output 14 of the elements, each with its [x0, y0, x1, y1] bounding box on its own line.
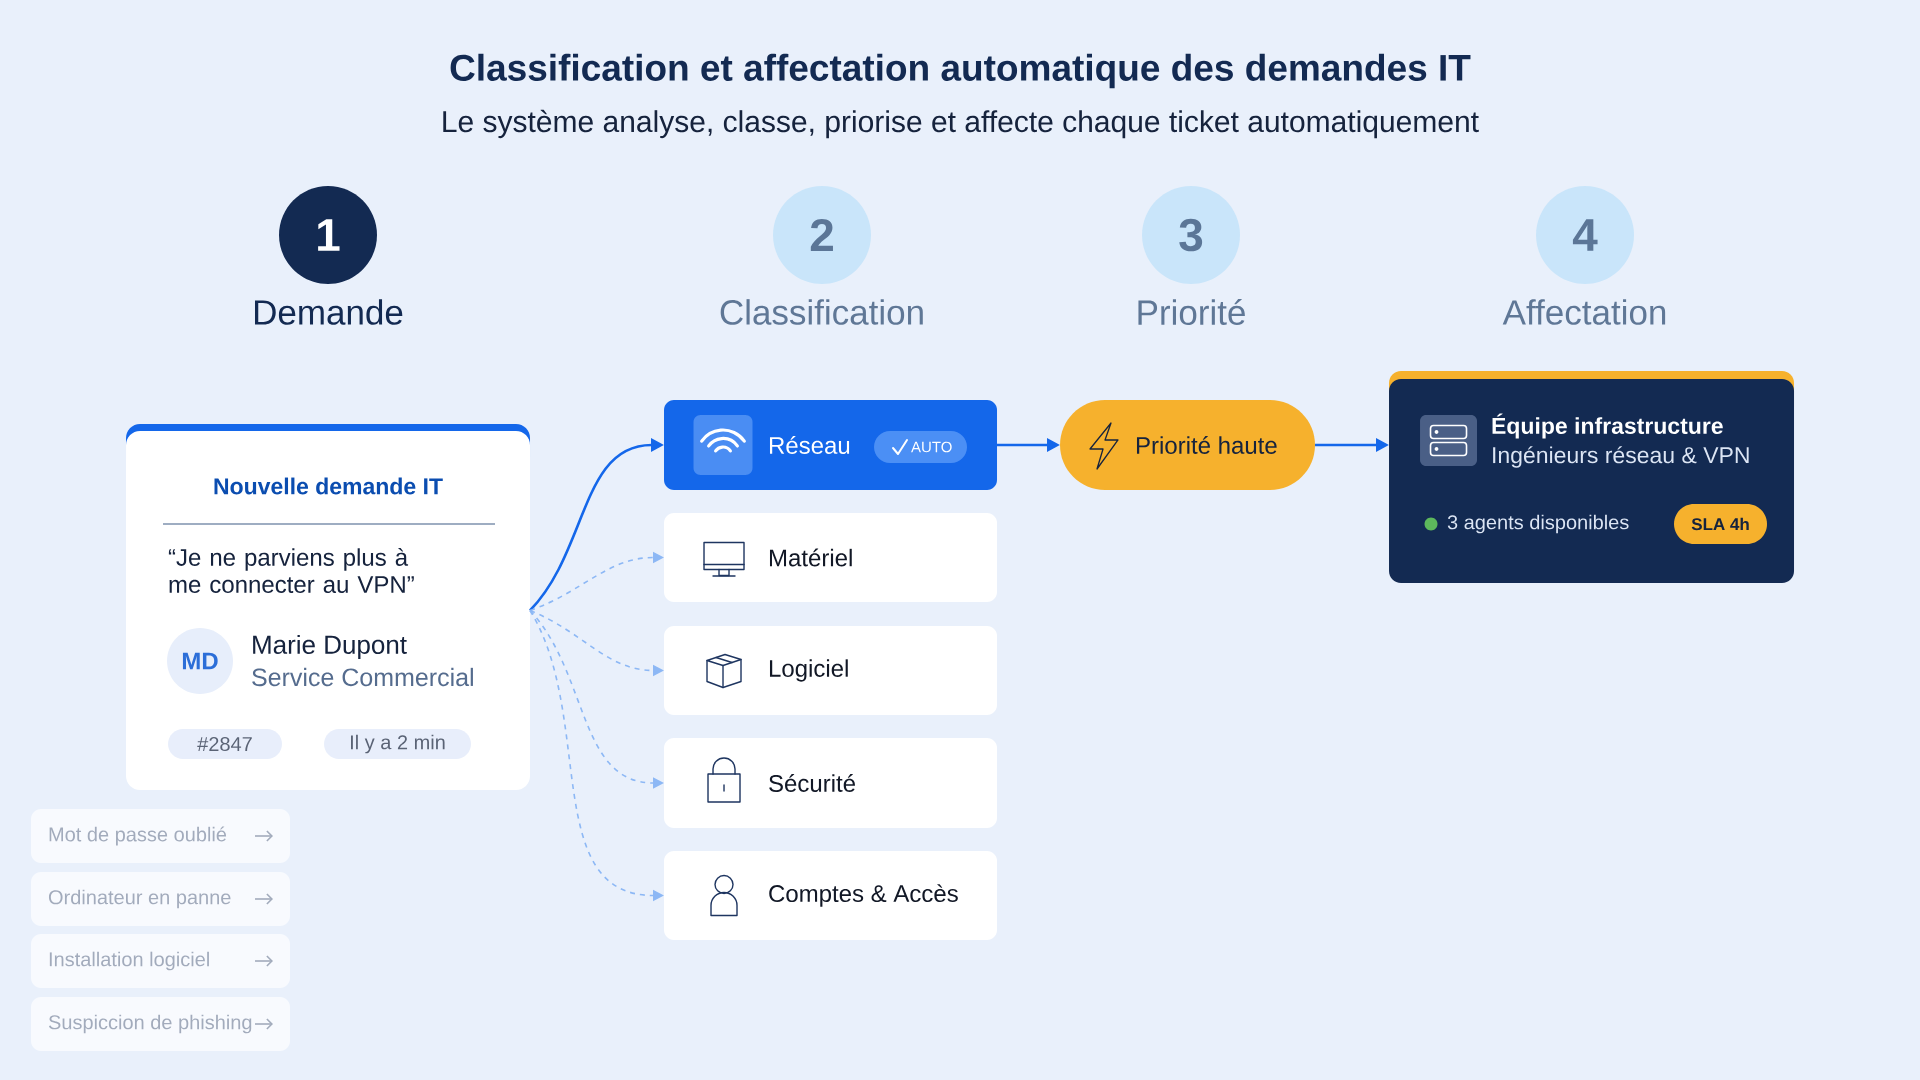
- step-label: Affectation: [1502, 299, 1666, 325]
- step-label: Demande: [255, 299, 403, 325]
- request-chip: Mot de passe oublié: [31, 809, 290, 863]
- category-box: Sécurité: [664, 738, 997, 828]
- title: Classification et affectation automatique des demandes IT: [450, 53, 1471, 89]
- category-box: Comptes & Accès: [664, 851, 997, 940]
- step-label: Priorité: [1138, 298, 1245, 326]
- request-chip: Installation logiciel: [31, 934, 290, 988]
- step-label: Classification: [720, 299, 923, 325]
- subtitle: Le système analyse, classe, priorise et affecte chaque ticket automatiquement: [443, 109, 1479, 139]
- request-chip: Suspiccion de phishing: [31, 997, 290, 1051]
- request-chip: Ordinateur en panne: [31, 872, 290, 926]
- category-box: Logiciel: [664, 626, 997, 715]
- category-box: Matériel: [664, 513, 997, 602]
